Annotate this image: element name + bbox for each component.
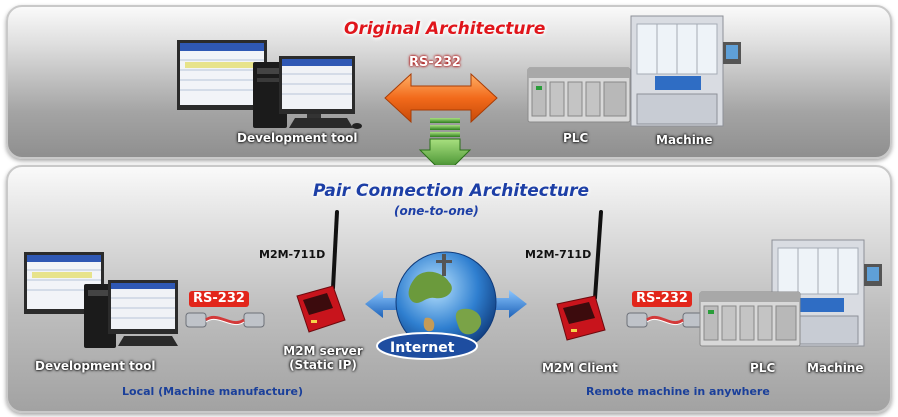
keyboard-icon bbox=[118, 336, 178, 346]
pair-connection-subtitle: (one-to-one) bbox=[394, 204, 479, 218]
antenna-icon bbox=[593, 210, 603, 300]
monitor-icon bbox=[177, 40, 267, 110]
m2m-client-device bbox=[556, 210, 606, 341]
m2m-modem-icon bbox=[296, 285, 346, 333]
right-blue-arrow bbox=[495, 290, 527, 318]
left-blue-arrow bbox=[365, 290, 397, 318]
m2m-client-label: M2M Client bbox=[542, 361, 618, 375]
plc-icon bbox=[699, 291, 801, 347]
top-dev-tool-icon bbox=[177, 40, 362, 129]
pc-tower-icon bbox=[253, 62, 287, 128]
remote-caption: Remote machine in anywhere bbox=[586, 385, 770, 398]
keyboard-icon bbox=[289, 118, 362, 129]
monitor-icon bbox=[108, 280, 178, 334]
plc-icon bbox=[527, 67, 631, 123]
antenna-icon bbox=[331, 210, 339, 290]
m2m-modem-icon bbox=[556, 295, 606, 341]
bottom-left-rs232-label: RS-232 bbox=[189, 291, 249, 307]
rs232-double-arrow bbox=[384, 72, 498, 124]
bottom-plc-label: PLC bbox=[750, 361, 776, 375]
m2m-left-model-label: M2M-711D bbox=[259, 248, 326, 261]
bottom-machine-label: Machine bbox=[807, 361, 864, 375]
internet-label: Internet bbox=[390, 340, 455, 356]
serial-cable-icon bbox=[185, 312, 265, 328]
original-architecture-title: Original Architecture bbox=[344, 19, 546, 39]
top-rs232-label: RS-232 bbox=[409, 55, 461, 70]
internet-badge bbox=[376, 332, 478, 360]
internet-globe bbox=[365, 251, 527, 360]
bottom-right-rs232-label: RS-232 bbox=[632, 291, 692, 307]
transition-arrow bbox=[418, 118, 472, 176]
machine-icon bbox=[630, 15, 741, 127]
m2m-server-device bbox=[296, 210, 346, 333]
m2m-right-model-label: M2M-711D bbox=[525, 248, 592, 261]
bottom-dev-tool-label: Development tool bbox=[35, 359, 156, 373]
bottom-dev-tool-icon bbox=[24, 252, 178, 348]
m2m-server-label: M2M server (Static IP) bbox=[283, 344, 363, 372]
pair-connection-title: Pair Connection Architecture bbox=[313, 181, 590, 201]
serial-cable-icon bbox=[626, 312, 704, 328]
local-caption: Local (Machine manufacture) bbox=[122, 385, 304, 398]
monitor-icon bbox=[279, 56, 355, 123]
globe-icon bbox=[395, 251, 497, 353]
m2m-server-label-line2: (Static IP) bbox=[289, 358, 357, 372]
m2m-server-label-line1: M2M server bbox=[283, 344, 363, 358]
top-machine-label: Machine bbox=[656, 133, 713, 147]
top-dev-tool-label: Development tool bbox=[237, 131, 358, 145]
top-plc-label: PLC bbox=[563, 131, 589, 145]
